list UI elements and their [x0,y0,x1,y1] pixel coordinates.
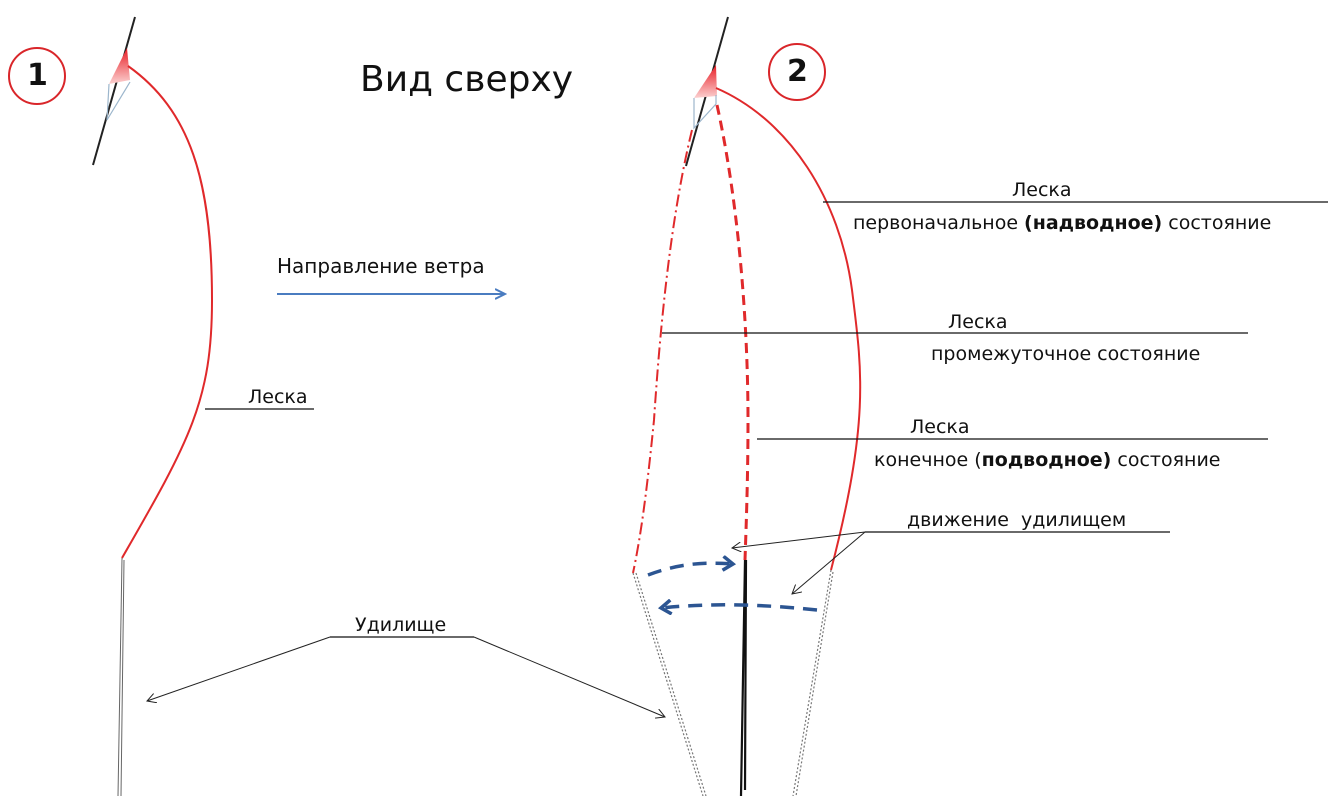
motion-pointer-1 [732,531,866,548]
rod-1 [117,557,125,796]
motion-pointer-2 [792,531,866,594]
line-1-label: Леска [248,386,308,408]
initial-desc-bold: (надводное) [1024,212,1163,234]
motion-arrow-left [661,605,818,610]
rod-pointer-right [473,636,665,717]
panel-1-circle [8,47,66,105]
fishing-line-initial [715,87,862,571]
kite-2-sail [694,65,717,98]
motion-arrow-right [647,563,733,577]
initial-desc: первоначальное (надводное) состояние [853,214,1271,233]
fishing-line-1 [121,65,214,559]
intermediate-desc: промежуточное состояние [931,343,1201,365]
final-desc-bold: подводное) [981,449,1112,471]
intermediate-label: Леска [948,311,1008,333]
final-desc: конечное (подводное) состояние [874,451,1220,470]
panel-1-number: 1 [27,58,48,93]
fishing-line-intermediate [632,129,693,574]
rod-label: Удилище [355,614,447,636]
rod-2-right [792,569,834,796]
kite-2-frame [693,95,717,130]
diagram-title: Вид сверху [360,59,574,100]
rod-2-left [632,572,707,796]
kite-1-sail [109,48,130,84]
wind-label: Направление ветра [277,254,485,278]
final-desc-start: конечное ( [874,449,982,471]
panel-2-circle [768,43,826,101]
initial-desc-start: первоначальное [853,212,1025,234]
kite-1-spar [92,16,136,166]
initial-desc-end: состояние [1162,212,1272,234]
rod-pointer-left [147,636,331,701]
panel-2-number: 2 [787,54,808,89]
final-label: Леска [910,416,970,438]
rod-2-center [739,559,748,796]
kite-1-frame [106,81,131,121]
rod-motion-label: движение удилищем [907,509,1127,531]
initial-label: Леска [1012,179,1072,201]
final-desc-end: состояние [1111,449,1221,471]
